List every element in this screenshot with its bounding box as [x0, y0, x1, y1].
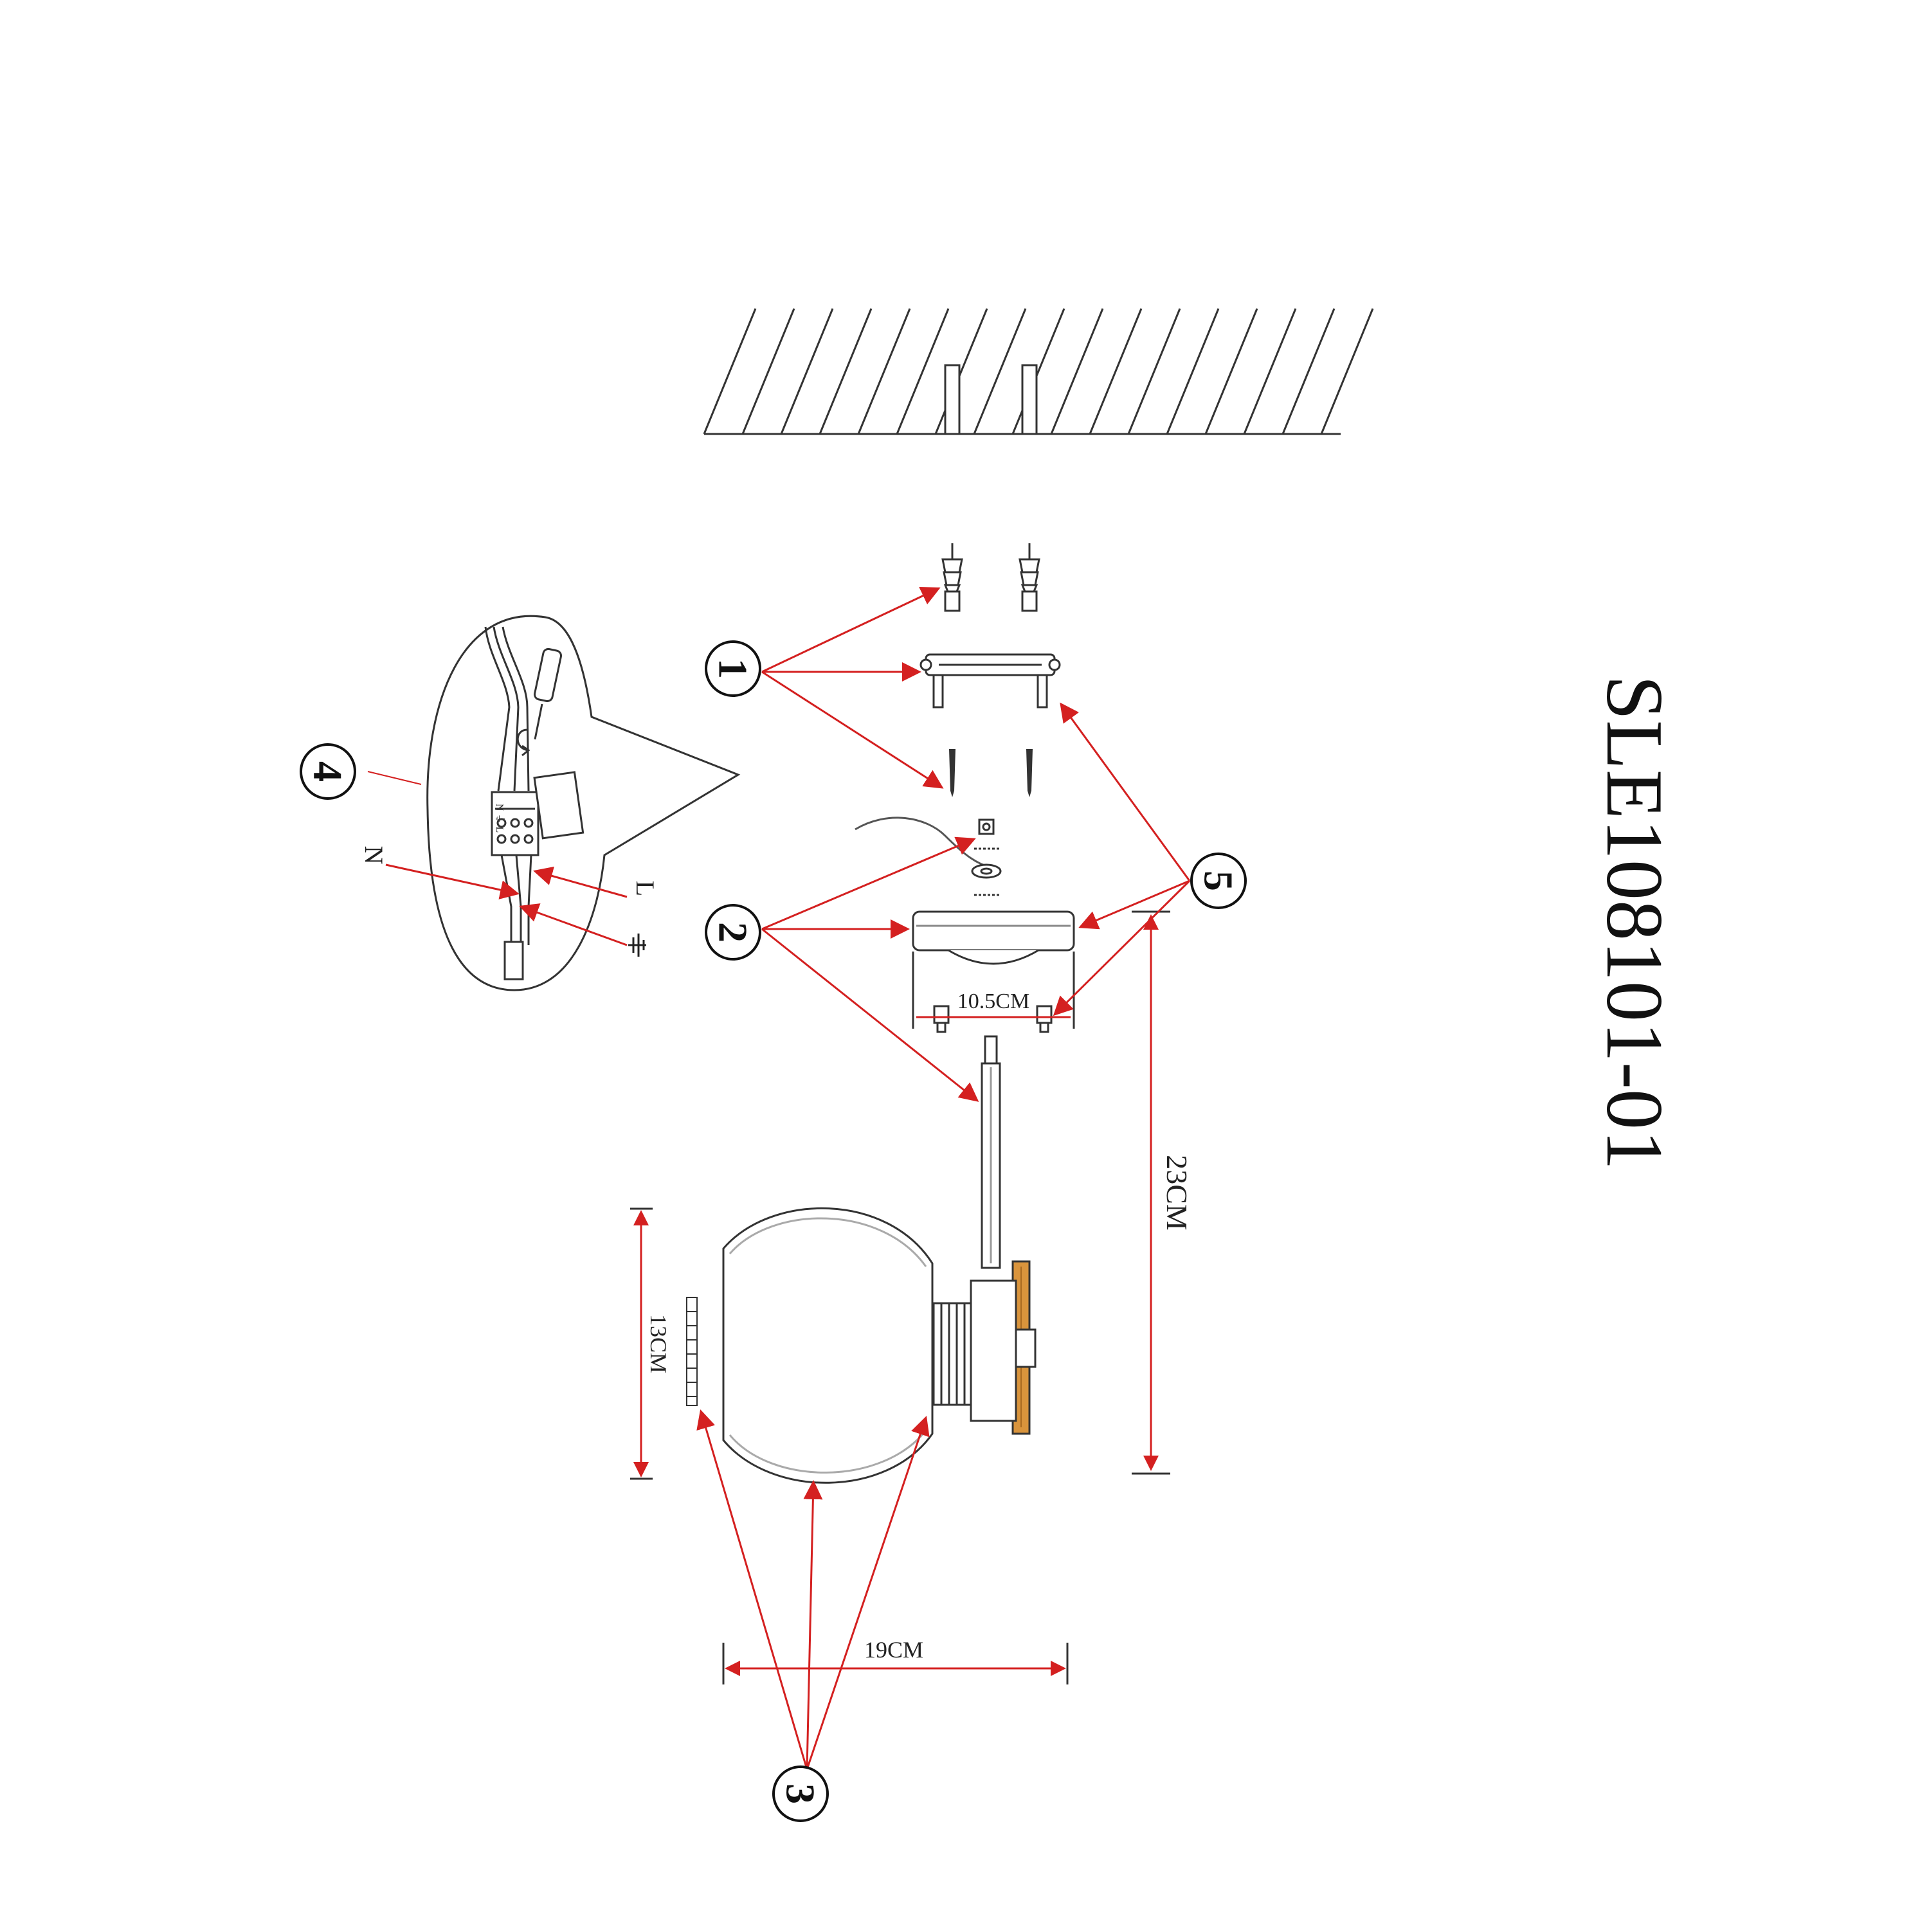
washer	[971, 847, 1002, 896]
screw-left	[949, 749, 955, 797]
canopy	[912, 910, 1075, 965]
dimension-bracket-width	[912, 952, 1075, 1029]
callout-4-pointer	[367, 771, 422, 785]
terminal-block-labels: N ⏚ L	[494, 804, 505, 833]
terminal-block	[491, 771, 584, 856]
wall-plug-right	[1019, 543, 1040, 612]
ceiling-drill-holes	[944, 364, 1038, 435]
svg-text:5: 5	[1196, 871, 1242, 891]
svg-text:1: 1	[711, 658, 756, 679]
rotate-arrow-icon	[516, 728, 530, 757]
mounting-bracket	[919, 653, 1061, 709]
wiring-detail: N ⏚ L	[385, 615, 741, 991]
callout-1: 1	[705, 640, 761, 697]
callout-5: 5	[1190, 853, 1247, 909]
dimension-label-total-width: 19CM	[864, 1637, 923, 1663]
glass-shade-profile	[686, 1297, 698, 1406]
stem	[981, 1035, 1001, 1269]
callout-2: 2	[705, 904, 761, 961]
dimension-label-shade-height: 13CM	[646, 1314, 671, 1373]
supply-wire	[855, 817, 994, 869]
dimension-total-width	[722, 1643, 1069, 1684]
terminal-nut	[978, 818, 995, 835]
earth-symbol-icon	[628, 934, 646, 957]
wall-plug-left	[941, 543, 963, 612]
model-code: SLE108101-01	[1589, 675, 1679, 1170]
callout-5-arrows	[1053, 702, 1191, 1016]
callout-3: 3	[772, 1765, 829, 1822]
ceiling	[703, 308, 1374, 435]
svg-text:2: 2	[711, 922, 756, 943]
wire-label-n: N	[359, 846, 388, 865]
callout-3-arrows	[696, 1409, 930, 1770]
dimension-label-bracket-width: 10.5CM	[957, 989, 1029, 1013]
callout-1-arrows	[761, 586, 944, 789]
callout-4: 4	[300, 743, 356, 800]
screwdriver-icon	[533, 647, 563, 740]
dimension-shade-height	[630, 1207, 653, 1480]
dimension-label-total-height: 23CM	[1161, 1155, 1193, 1231]
svg-text:4: 4	[305, 761, 351, 782]
glass-shade	[722, 1207, 934, 1484]
canopy-screws	[933, 1005, 1053, 1033]
screw-right	[1026, 749, 1033, 797]
svg-text:3: 3	[778, 1783, 824, 1804]
callout-2-arrows	[761, 836, 979, 1102]
wire-label-l: L	[631, 881, 660, 896]
dimension-total-height	[1132, 910, 1170, 1475]
